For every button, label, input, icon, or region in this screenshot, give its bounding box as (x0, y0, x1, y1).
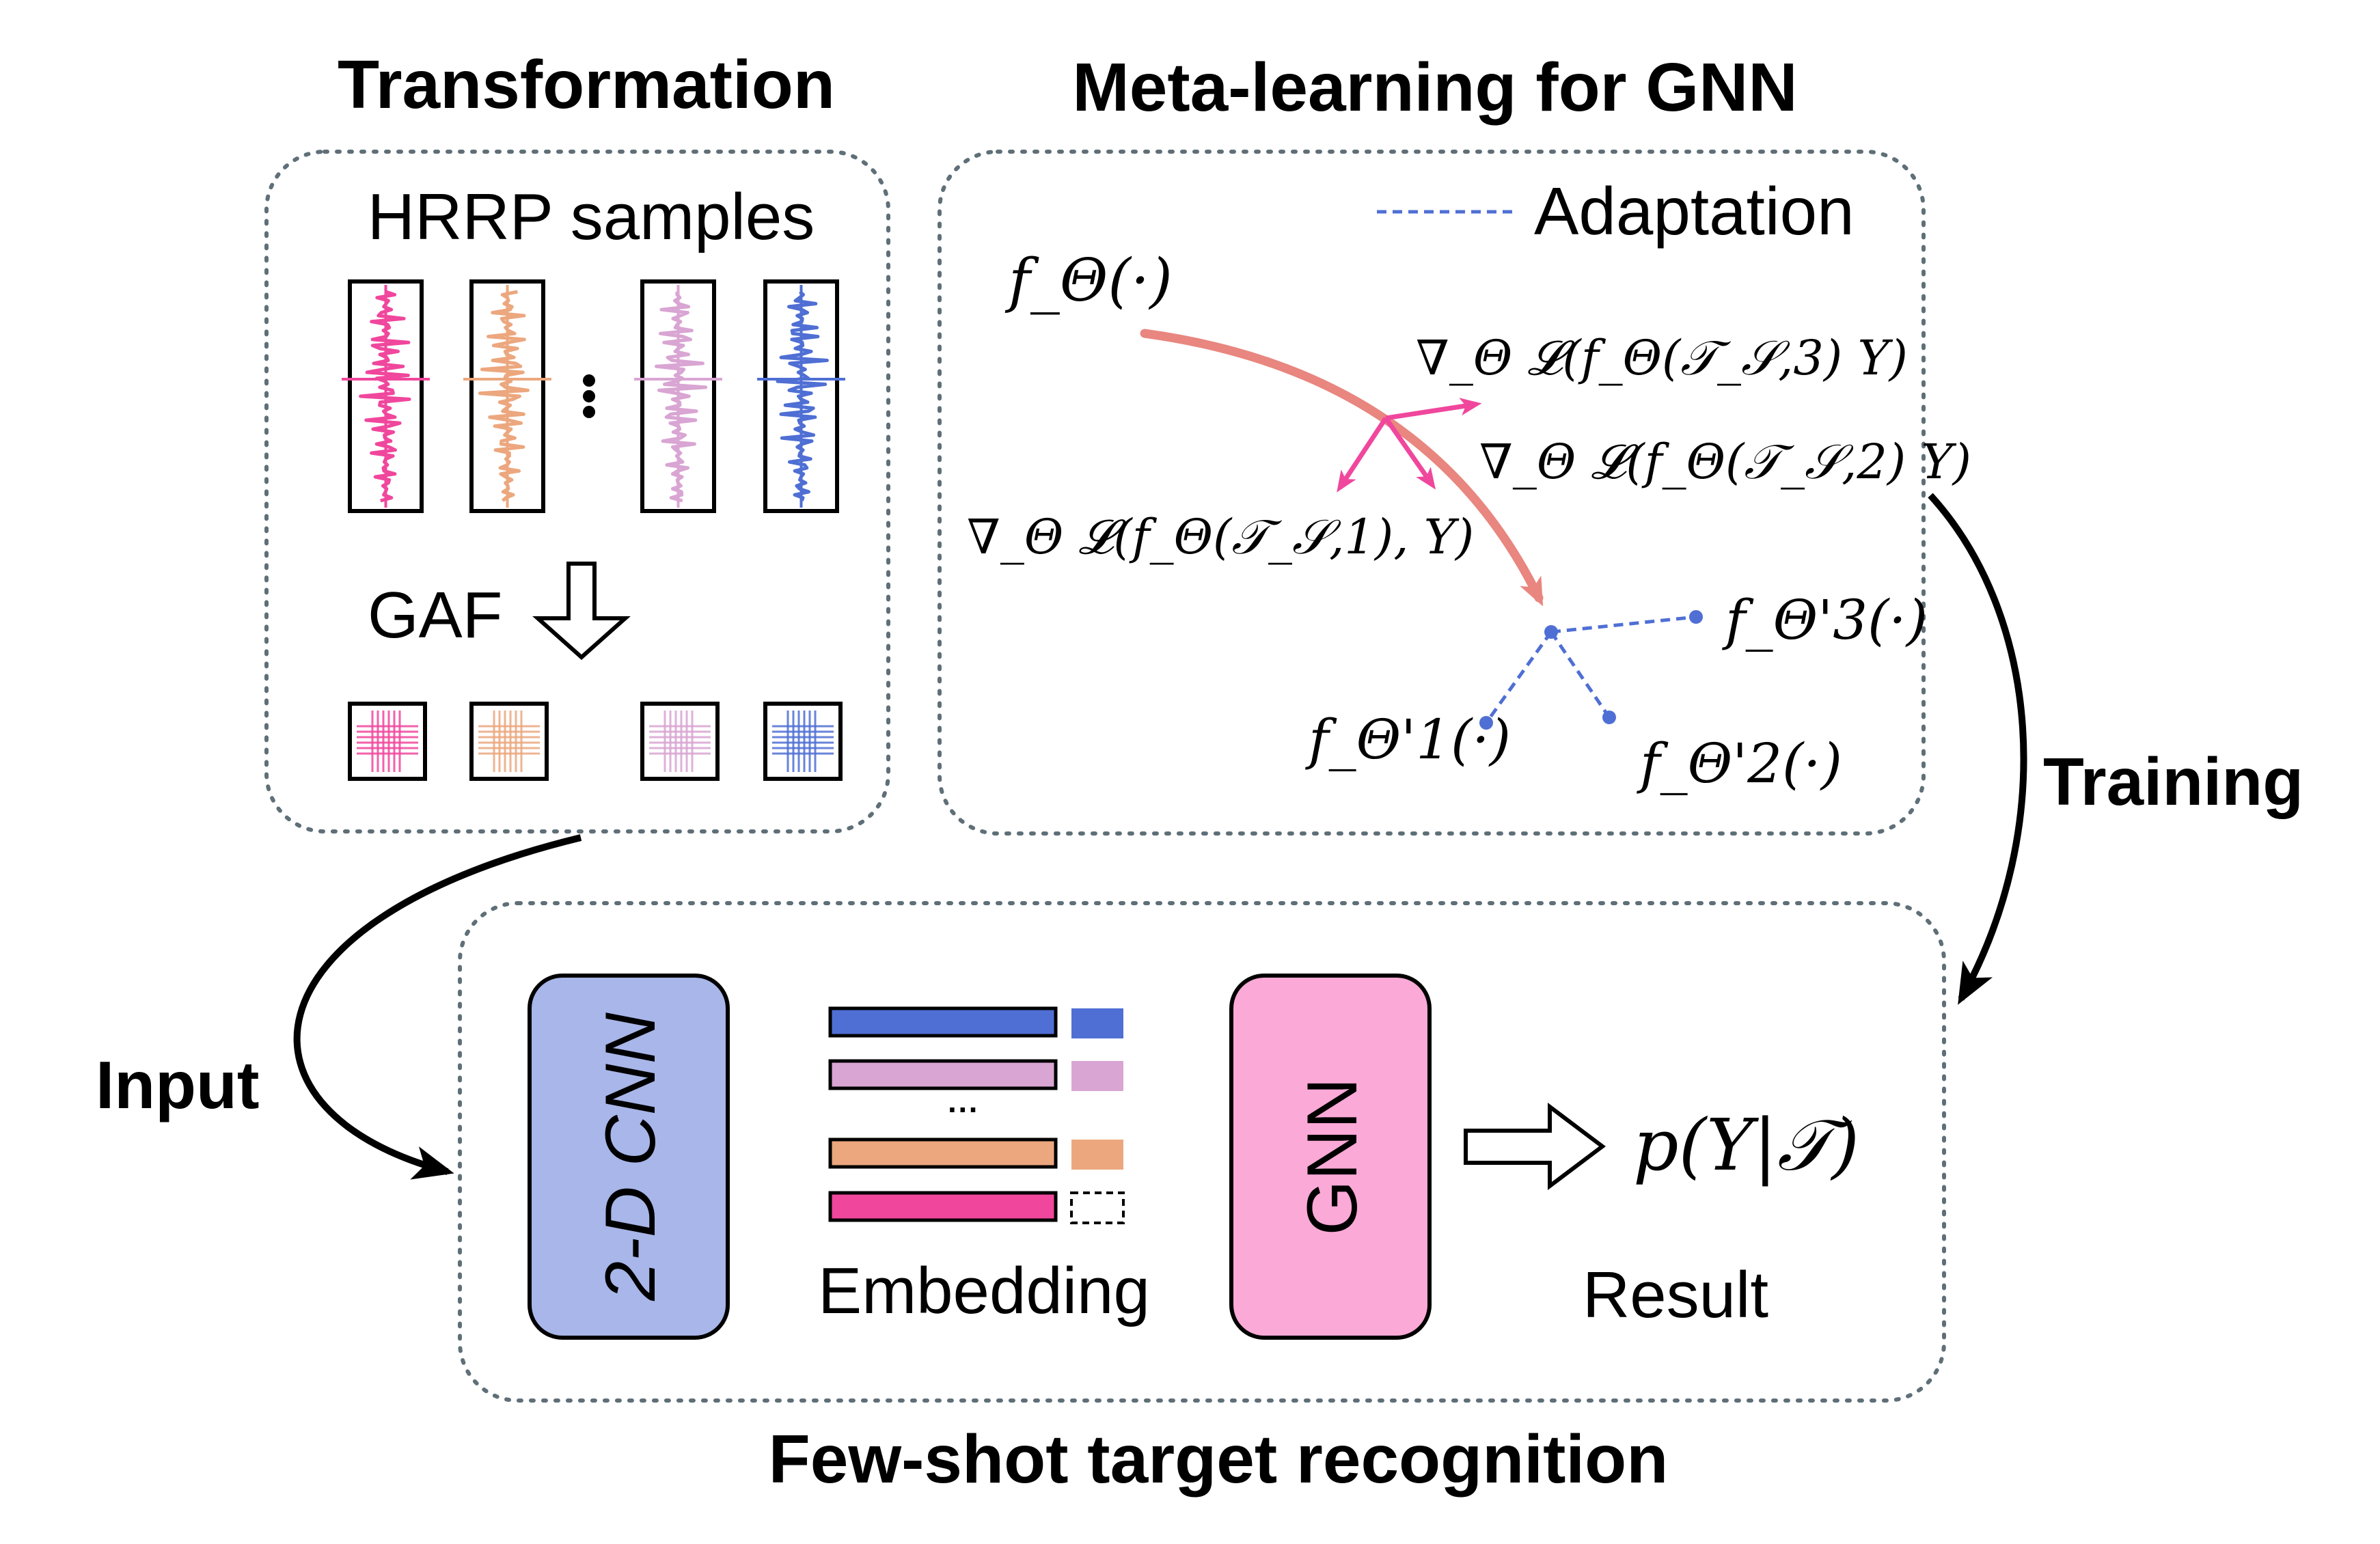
transformation-panel (264, 150, 890, 833)
meta-learning-title: Meta-learning for GNN (1072, 49, 1797, 126)
adaptation-legend-label: Adaptation (1534, 174, 1855, 249)
ellipsis-dots (583, 374, 595, 418)
f-theta-label: f_Θ(·) (1004, 247, 1173, 315)
transformation-title: Transformation (338, 46, 835, 123)
gaf-image-4 (763, 702, 843, 781)
hrrp-signals (342, 279, 845, 513)
curved-arrow-icon (293, 834, 582, 1180)
transformation-section: Transformation HRRP samples GAF (264, 46, 890, 833)
gnn-block (1229, 974, 1432, 1340)
gradient-arrow-1 (1337, 417, 1388, 493)
gradient-3-label: ∇_Θ 𝓛(f_Θ(𝒯_𝒮,3) Y) (1416, 330, 1908, 386)
gaf-image-3 (640, 702, 720, 781)
gradient-arrows (1337, 398, 1482, 493)
training-label: Training (2043, 744, 2303, 819)
hrrp-signal-4 (757, 279, 845, 513)
gaf-images (348, 702, 843, 781)
gradient-2-label: ∇_Θ 𝓛(f_Θ(𝒯_𝒮,2) Y) (1479, 434, 1971, 490)
result-formula: p(Y|𝒯) (1633, 1103, 1859, 1187)
recognition-panel (458, 901, 1946, 1403)
gaf-image-1 (348, 702, 427, 781)
recognition-section: 2-D CNN ··· Embedding GNN p(Y|𝒯) Result … (458, 901, 1946, 1498)
f-theta-3-label: f_Θ'3(·) (1722, 588, 1928, 652)
result-label: Result (1583, 1258, 1768, 1332)
f-theta-1-label: f_Θ'1(·) (1305, 708, 1511, 771)
gradient-1-label: ∇_Θ 𝓛(f_Θ(𝒯_𝒮,1), Y) (967, 509, 1474, 565)
embedding-label: Embedding (818, 1254, 1150, 1327)
training-arrow (1928, 493, 2027, 1005)
adaptation-nodes (1479, 610, 1703, 730)
f-theta-2-label: f_Θ'2(·) (1637, 732, 1842, 795)
embedding-ellipsis: ··· (948, 1092, 979, 1127)
cnn-block (528, 974, 730, 1340)
recognition-title: Few-shot target recognition (769, 1421, 1669, 1498)
hrrp-signal-3 (634, 279, 722, 513)
hrrp-signal-2 (463, 279, 551, 513)
hrrp-signal-1 (342, 279, 430, 513)
input-label: Input (96, 1047, 259, 1122)
gradient-arrow-3 (1385, 398, 1482, 421)
gaf-label: GAF (368, 579, 502, 652)
gnn-label: GNN (1293, 1077, 1372, 1235)
right-hollow-arrow-icon (1464, 1102, 1606, 1191)
gradient-arrow-2 (1384, 416, 1436, 490)
flow-arrows: Input Training (96, 493, 2303, 1180)
adaptation-branches (1484, 615, 1697, 724)
embedding-vectors: ··· (828, 1006, 1125, 1224)
cnn-label: 2-D CNN (591, 1012, 670, 1301)
hrrp-samples-label: HRRP samples (368, 180, 815, 253)
down-hollow-arrow-icon (532, 562, 631, 661)
gaf-image-2 (469, 702, 549, 781)
meta-learning-panel (938, 150, 1926, 836)
meta-learning-section: Meta-learning for GNN Adaptation f_Θ(·) … (938, 49, 1971, 836)
